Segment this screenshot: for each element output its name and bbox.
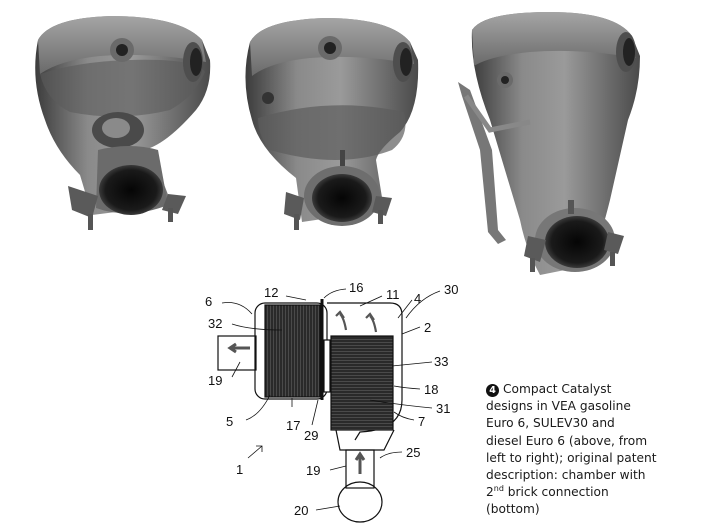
label-32: 32 [208,316,222,331]
caption-line-7: 2nd brick connection [486,484,701,501]
label-7: 7 [418,414,425,429]
label-29: 29 [304,428,318,443]
flow-arrow-chamber-1 [335,310,348,331]
caption-line-5: left to right); original patent [486,450,657,465]
connector-29 [323,339,331,393]
muffler [337,481,383,523]
flow-arrow-chamber-2 [365,312,378,333]
label-30: 30 [444,282,458,297]
outlet-pipe [345,449,375,489]
label-2: 2 [424,320,431,335]
label-20: 20 [294,503,308,518]
label-17: 17 [286,418,300,433]
label-31: 31 [436,401,450,416]
flow-arrow-inlet [227,342,250,354]
patent-diagram [217,288,441,523]
label-5: 5 [226,414,233,429]
label-6: 6 [205,294,212,309]
first-brick [264,304,321,398]
label-4: 4 [414,291,421,306]
caption-line-8: (bottom) [486,502,540,517]
label-18: 18 [424,382,438,397]
caption-line-1: 4 Compact Catalyst [486,381,701,398]
caption-line-4: diesel Euro 6 (above, from [486,433,648,448]
catalyst-render-3 [458,12,640,275]
label-12: 12 [264,285,278,300]
caption-line-3: Euro 6, SULEV30 and [486,416,615,431]
figure-number-badge: 4 [486,384,499,397]
flow-arrow-outlet [354,451,366,474]
figure-caption: 4 Compact Catalyst designs in VEA gasolin… [486,381,701,519]
label-33: 33 [434,354,448,369]
label-19-inlet: 19 [208,373,222,388]
label-25: 25 [406,445,420,460]
caption-line-7-post: brick connection [503,485,609,500]
caption-line-7-pre: 2 [486,485,494,500]
label-16: 16 [349,280,363,295]
caption-line-2: designs in VEA gasoline [486,399,631,414]
caption-text-1: Compact Catalyst [503,382,612,396]
caption-line-7-sup: nd [493,484,504,494]
label-19-outlet: 19 [306,463,320,478]
second-brick [330,335,394,431]
label-1: 1 [236,462,243,477]
diagram-labels: 6 12 16 11 4 30 32 2 33 19 18 31 5 17 7 … [205,280,458,518]
caption-line-6: description: chamber with [486,468,646,483]
catalyst-render-1 [35,16,211,230]
catalyst-render-2 [245,18,419,230]
inlet-pipe [217,335,257,371]
label-11: 11 [386,287,400,302]
outlet-cone [335,429,395,451]
